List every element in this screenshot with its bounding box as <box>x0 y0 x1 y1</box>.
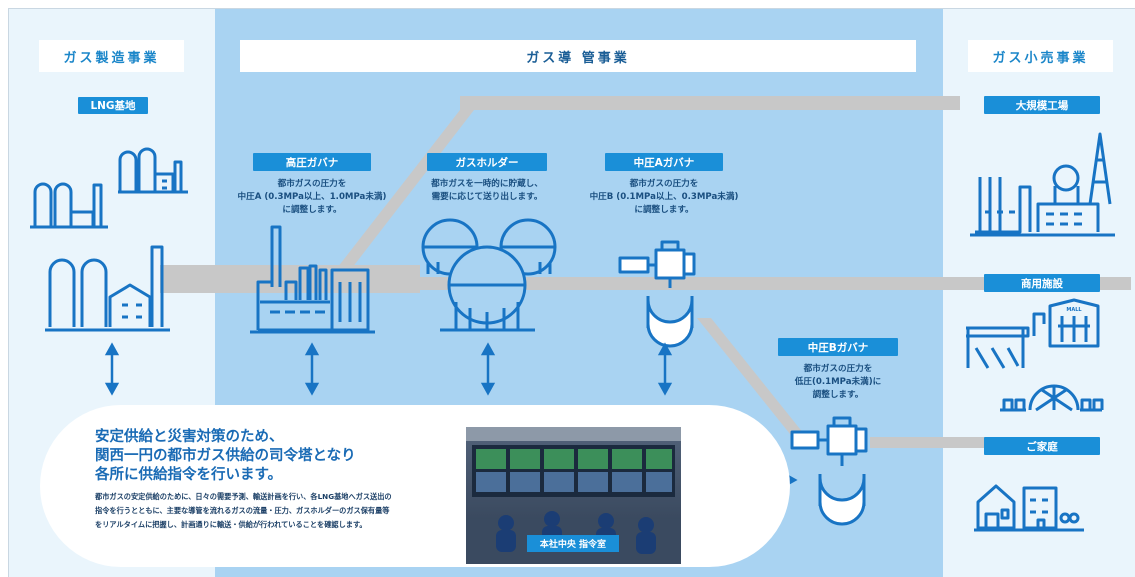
control-room-photo <box>466 427 681 564</box>
command-center-body: 都市ガスの安定供給のために、日々の需要予測、輸送計画を行い、各LNG基地へガス送… <box>95 492 392 529</box>
section-header-manufacturing: ガス製造事業 <box>39 40 184 72</box>
gas-holder-label: ガスホルダー <box>427 153 547 171</box>
medium-a-governor-description: 都市ガスの圧力を 中圧B (0.1MPa以上、0.3MPa未満) に調整します。 <box>589 179 739 215</box>
frame-border <box>8 8 9 577</box>
commercial-facilities-icon <box>966 298 1104 412</box>
large-factory-icon <box>970 132 1115 237</box>
section-header-pipeline: ガス導 管事業 <box>240 40 916 72</box>
commercial-facilities-label: 商用施設 <box>984 274 1100 292</box>
mall-sign: MALL <box>1066 307 1082 313</box>
large-factory-label: 大規模工場 <box>984 96 1100 114</box>
connection-arrows <box>104 342 798 488</box>
gas-pipes <box>160 96 1131 448</box>
page-margin <box>0 0 1135 8</box>
high-pressure-governor-icon <box>250 225 375 334</box>
control-room-caption: 本社中央 指令室 <box>527 535 619 552</box>
high-pressure-governor-label: 高圧ガバナ <box>253 153 371 171</box>
command-center-heading: 安定供給と災害対策のため、 関西一円の都市ガス供給の司令塔となり 各所に供給指令… <box>95 429 356 483</box>
main-pipe-commercial <box>420 277 1131 290</box>
gas-holder-description: 都市ガスを一時的に貯蔵し、 需要に応じて送り出します。 <box>431 179 543 202</box>
control-room-illustration <box>466 427 681 564</box>
medium-a-governor-label: 中圧Aガバナ <box>605 153 723 171</box>
lng-base-label: LNG基地 <box>78 97 148 114</box>
high-pressure-governor-description: 都市ガスの圧力を 中圧A (0.3MPa以上、1.0MPa未満) に調整します。 <box>237 179 387 215</box>
section-header-retail: ガス小売事業 <box>968 40 1113 72</box>
medium-b-governor-icon <box>790 416 868 526</box>
medium-b-governor-description: 都市ガスの圧力を 低圧(0.1MPa未満)に 調整します。 <box>794 364 882 400</box>
gas-holder-icon <box>421 218 557 332</box>
lng-base-icon <box>30 147 188 332</box>
household-icon <box>974 484 1084 532</box>
household-label: ご家庭 <box>984 437 1100 455</box>
medium-a-governor-icon <box>618 240 696 348</box>
pipe-household <box>870 437 1020 448</box>
medium-b-governor-label: 中圧Bガバナ <box>778 338 898 356</box>
main-pipe-left <box>160 265 420 293</box>
frame-border <box>8 8 1135 9</box>
pipe-large-factory <box>460 96 960 110</box>
pipe-to-medium-b <box>697 318 808 439</box>
